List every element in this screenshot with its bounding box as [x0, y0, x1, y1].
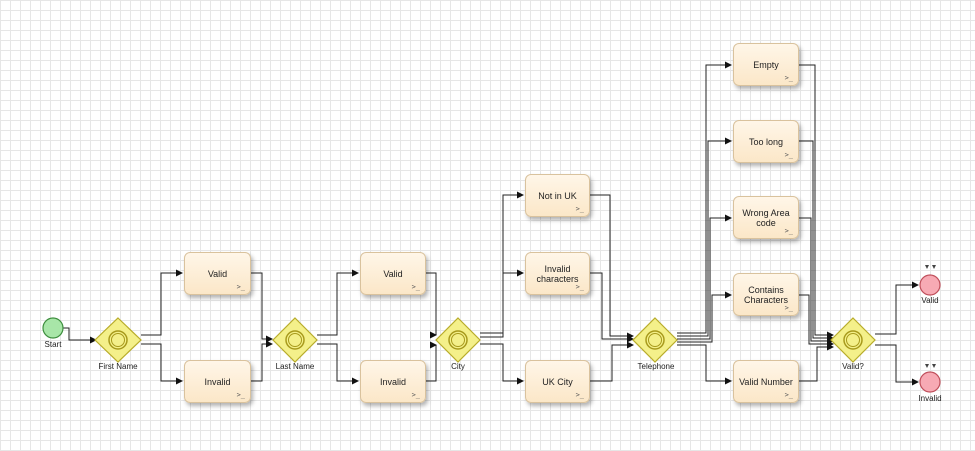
gateway-city[interactable]	[435, 317, 481, 363]
task-first-name-invalid[interactable]: Invalid >_	[184, 360, 251, 403]
script-marker-icon: >_	[411, 283, 420, 291]
task-label: Too long	[748, 136, 784, 147]
task-telephone-contains-characters[interactable]: Contains Characters >_	[733, 273, 799, 316]
start-event[interactable]	[42, 317, 64, 339]
flow-city-to-uk-city	[480, 343, 524, 385]
flow-uk-city-to-telephone	[590, 341, 634, 382]
task-label: Valid	[383, 268, 403, 279]
start-event-label: Start	[44, 340, 62, 349]
script-marker-icon: >_	[784, 151, 793, 159]
task-label: Wrong Area code	[742, 207, 790, 228]
flow-wrong-area-to-valid	[799, 217, 834, 345]
script-marker-icon: >_	[575, 283, 584, 291]
script-marker-icon: >_	[784, 227, 793, 235]
flow-city-to-invalid-chars	[480, 269, 524, 338]
task-city-invalid-characters[interactable]: Invalid characters >_	[525, 252, 590, 295]
task-label: Invalid characters	[536, 263, 579, 284]
flow-telephone-to-too-long	[677, 137, 732, 337]
flow-valid-to-end-invalid	[875, 344, 919, 386]
task-city-uk-city[interactable]: UK City >_	[525, 360, 590, 403]
gateway-valid[interactable]	[830, 317, 876, 363]
flow-ln-invalid-to-city	[426, 344, 440, 382]
flow-telephone-to-valid-number	[677, 344, 732, 385]
task-label: Invalid	[379, 376, 406, 387]
flow-invalid-chars-to-telephone	[590, 272, 634, 343]
flow-start-to-first-name	[63, 327, 97, 344]
flow-too-long-to-valid	[799, 140, 834, 342]
gateway-last-name-label: Last Name	[275, 362, 315, 371]
task-label: Not in UK	[538, 190, 577, 201]
task-label: Valid	[207, 268, 228, 279]
script-marker-icon: >_	[575, 391, 584, 399]
end-invalid-decoration-icon	[925, 364, 936, 368]
task-last-name-invalid[interactable]: Invalid >_	[360, 360, 426, 403]
script-marker-icon: >_	[411, 391, 420, 399]
task-telephone-too-long[interactable]: Too long >_	[733, 120, 799, 163]
flow-fn-invalid-to-last-name	[251, 340, 273, 382]
task-telephone-wrong-area-code[interactable]: Wrong Area code >_	[733, 196, 799, 239]
script-marker-icon: >_	[236, 283, 245, 291]
task-first-name-valid[interactable]: Valid >_	[184, 252, 251, 295]
end-event-invalid-label: Invalid	[918, 394, 942, 403]
task-label: UK City	[542, 376, 573, 387]
flow-telephone-to-contains-chars	[677, 291, 732, 343]
gateway-first-name-label: First Name	[98, 362, 138, 371]
flow-ln-valid-to-city	[426, 272, 440, 336]
task-label: Empty	[753, 59, 779, 70]
flow-fn-valid-to-last-name	[251, 272, 273, 343]
task-label: Invalid	[204, 376, 231, 387]
task-label: Valid Number	[739, 376, 793, 387]
flow-valid-to-end-valid	[875, 281, 919, 335]
script-marker-icon: >_	[236, 391, 245, 399]
end-event-valid-label: Valid	[921, 296, 939, 305]
gateway-last-name[interactable]	[272, 317, 318, 363]
flow-valid-number-to-valid	[799, 343, 834, 382]
script-marker-icon: >_	[784, 304, 793, 312]
flow-telephone-to-wrong-area	[677, 214, 732, 340]
flow-first-name-to-valid	[141, 269, 183, 336]
script-marker-icon: >_	[575, 205, 584, 213]
flow-empty-to-valid	[799, 64, 834, 339]
gateway-city-label: City	[451, 362, 465, 371]
end-event-invalid[interactable]	[919, 371, 941, 393]
gateway-first-name[interactable]	[94, 317, 142, 363]
gateway-valid-label: Valid?	[842, 362, 864, 371]
gateway-telephone[interactable]	[632, 317, 678, 363]
end-event-valid[interactable]	[919, 274, 941, 296]
flow-first-name-to-invalid	[141, 343, 183, 385]
task-last-name-valid[interactable]: Valid >_	[360, 252, 426, 295]
task-city-not-in-uk[interactable]: Not in UK >_	[525, 174, 590, 217]
task-telephone-valid-number[interactable]: Valid Number >_	[733, 360, 799, 403]
task-label: Contains Characters	[743, 284, 788, 305]
flow-telephone-to-empty	[677, 61, 732, 334]
flow-not-uk-to-telephone	[590, 194, 634, 340]
flow-last-name-to-valid	[317, 269, 359, 336]
task-telephone-empty[interactable]: Empty >_	[733, 43, 799, 86]
gateway-telephone-label: Telephone	[637, 362, 675, 371]
script-marker-icon: >_	[784, 391, 793, 399]
flow-last-name-to-invalid	[317, 343, 359, 385]
end-valid-decoration-icon	[925, 265, 936, 269]
script-marker-icon: >_	[784, 74, 793, 82]
flow-city-to-not-uk	[480, 191, 524, 334]
flow-contains-chars-to-valid	[799, 294, 834, 348]
